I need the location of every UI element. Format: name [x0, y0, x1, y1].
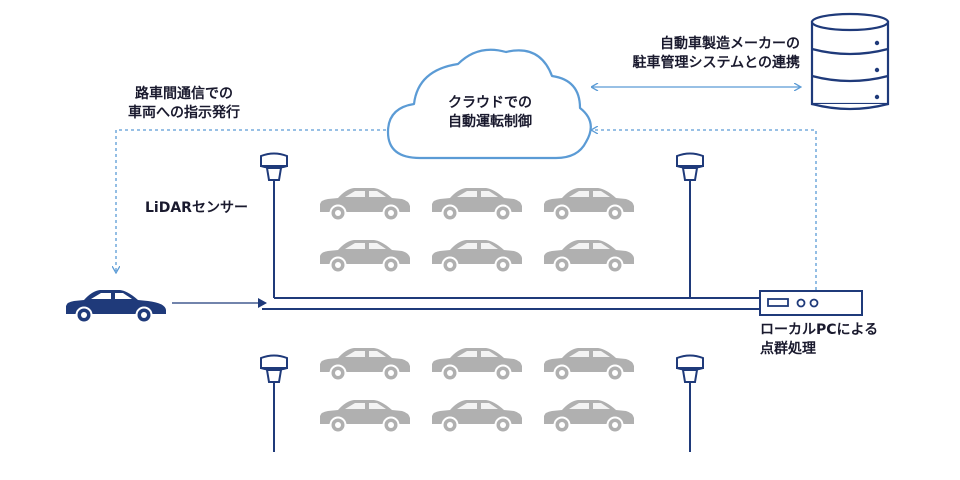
parked-car-icon [543, 239, 635, 274]
database-icon [810, 12, 890, 111]
parked-car-icon [319, 187, 411, 222]
parked-car-icon [319, 399, 411, 434]
local-pc-label-line2: 点群処理 [760, 341, 816, 357]
maker-label-line2: 駐車管理システムとの連携 [632, 55, 800, 71]
cloud-icon [386, 48, 592, 160]
v2x-label: 路車間通信での 車両への指示発行 [104, 85, 264, 123]
parked-car-icon [431, 187, 523, 222]
lidar-label: LiDARセンサー [145, 200, 248, 216]
v2x-label-line2: 車両への指示発行 [128, 105, 240, 121]
lidar-sensor-icon [676, 354, 704, 452]
parked-car-icon [319, 347, 411, 382]
parked-car-icon [543, 347, 635, 382]
parked-car-icon [319, 239, 411, 274]
local-pc-label: ローカルPCによる 点群処理 [760, 321, 878, 359]
cloud-label-line2: 自動運転制御 [448, 114, 532, 130]
parked-car-icon [543, 187, 635, 222]
cloud-to-car-dashed-arrow [116, 129, 386, 272]
maker-label-line1: 自動車製造メーカーの [660, 36, 800, 52]
parked-car-icon [431, 239, 523, 274]
v2x-label-line1: 路車間通信での [135, 86, 233, 102]
local-pc-icon [759, 290, 863, 316]
local-pc-label-line1: ローカルPCによる [760, 322, 879, 338]
car-icon [66, 290, 166, 324]
cloud-label: クラウドでの 自動運転制御 [420, 94, 560, 132]
parked-car-icon [431, 347, 523, 382]
maker-label: 自動車製造メーカーの 駐車管理システムとの連携 [590, 35, 800, 73]
parked-car-icon [431, 399, 523, 434]
cloud-label-line1: クラウドでの [448, 95, 532, 111]
parked-car-icon [543, 399, 635, 434]
lidar-sensor-icon [260, 354, 288, 452]
lidar-sensor-icon [260, 152, 288, 298]
lidar-sensor-icon [676, 152, 704, 298]
